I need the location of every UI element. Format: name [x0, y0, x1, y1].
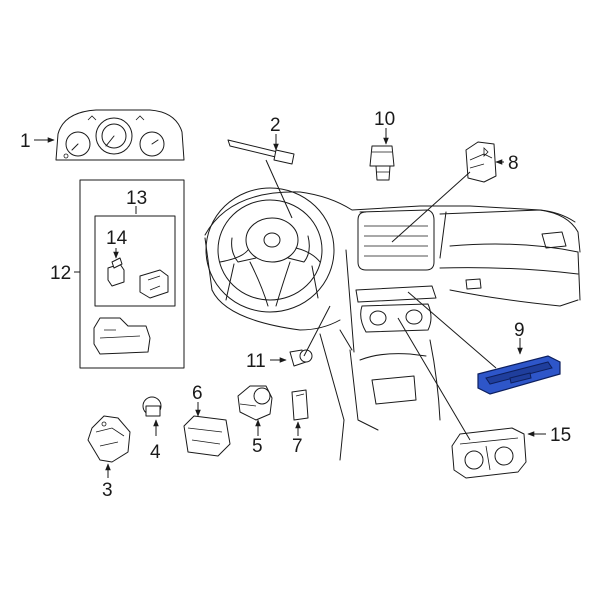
- passenger-dash: [439, 209, 581, 307]
- callout-13: 13: [126, 188, 147, 209]
- dashboard-outline: [204, 187, 581, 461]
- switch-part-3: [87, 415, 131, 463]
- highlighted-panel-part-9: [477, 355, 561, 395]
- callout-8: 8: [508, 153, 519, 174]
- switch-part-13-pair: [139, 269, 169, 299]
- switch-housing-12: [93, 317, 151, 355]
- callout-5: 5: [252, 436, 263, 457]
- callout-7: 7: [292, 436, 303, 457]
- socket-part-4: [142, 396, 162, 417]
- instrument-cluster: [55, 109, 185, 161]
- callout-9: 9: [514, 320, 525, 341]
- switch-part-8: [465, 141, 497, 183]
- switch-part-5: [237, 385, 273, 421]
- center-vents: [345, 209, 447, 353]
- callout-4: 4: [150, 442, 161, 463]
- group-box-12: [79, 179, 185, 369]
- callout-6: 6: [192, 383, 203, 404]
- leader-lines: [34, 128, 546, 478]
- switch-part-6: [183, 415, 231, 457]
- climate-control-part-15: [451, 427, 527, 479]
- switch-part-14: [107, 257, 125, 287]
- callout-15: 15: [550, 425, 571, 446]
- callout-14: 14: [106, 228, 128, 249]
- callout-2: 2: [270, 115, 281, 136]
- callout-11: 11: [246, 351, 266, 372]
- callout-12: 12: [50, 263, 71, 284]
- switch-part-7: [291, 389, 309, 421]
- column-switch-rod: [227, 139, 295, 165]
- socket-part-10: [369, 145, 395, 181]
- center-console: [349, 285, 441, 431]
- callout-3: 3: [102, 480, 113, 501]
- callout-1: 1: [20, 131, 31, 152]
- knob-part-11: [289, 349, 313, 367]
- callout-labels: 1 2 3 4 5 6 7 8 9 10 11 12 13 14 15: [20, 109, 571, 501]
- steering-wheel: [205, 187, 335, 313]
- callout-10: 10: [374, 109, 395, 130]
